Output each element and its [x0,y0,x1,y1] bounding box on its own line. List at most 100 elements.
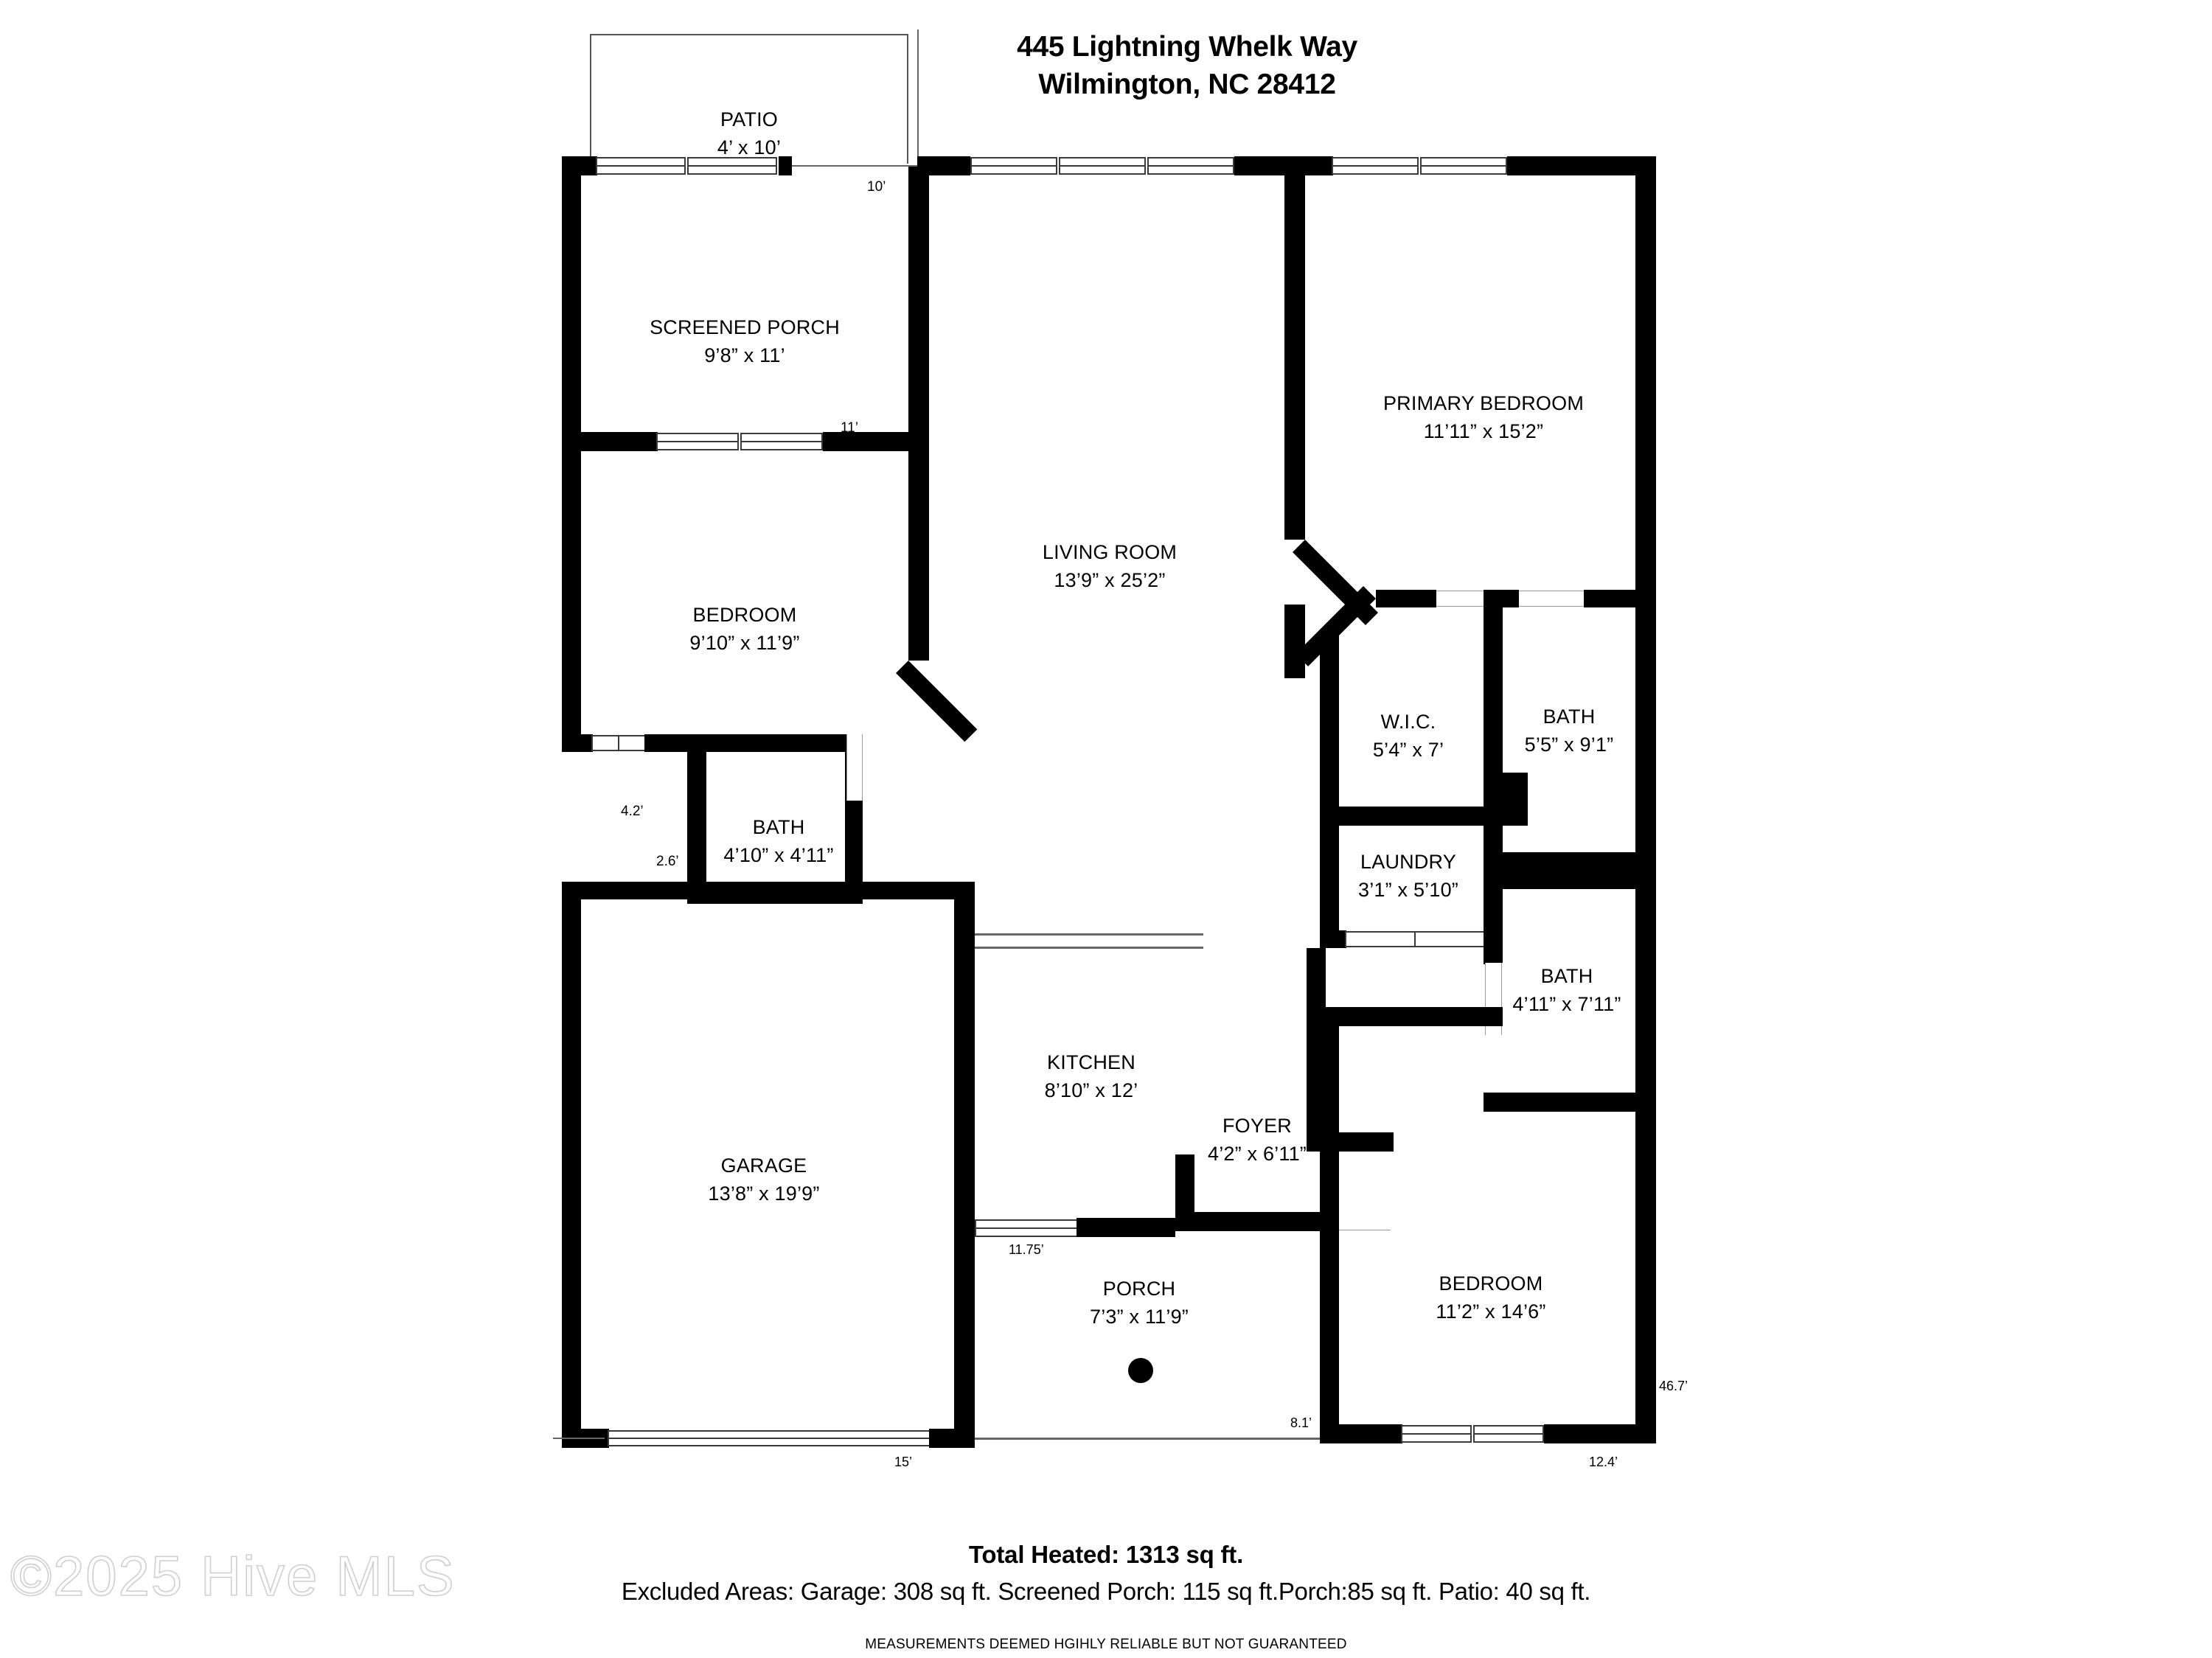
wall-garage-left [562,882,581,1448]
guest-bath-door-line-left [1485,963,1486,1035]
garage-left-thin-line [553,1438,605,1439]
window-living-top-2 [1059,157,1146,175]
guest-bath-door-line-right [1501,963,1502,1035]
wall-bedroom-rear-bottom-right [1544,1424,1656,1443]
wall-hall-right [1320,1014,1339,1228]
window-living-top-3 [1147,157,1234,175]
wall-wic-left [1320,634,1339,835]
exterior-wall-top-porch-left [562,156,597,175]
bath-hall-door-line [846,734,847,801]
window-living-top-1 [970,157,1057,175]
porch-column [1128,1358,1153,1383]
primary-bedroom-bottom-wall-right [1584,590,1637,607]
excluded-areas-text: Excluded Areas: Garage: 308 sq ft. Scree… [621,1578,1591,1605]
kitchen-counter-line-top [975,933,1203,936]
primary-bath-opening [1519,590,1585,607]
floor-plan-drawing: PATIO 4’ x 10’ SCREENED PORCH 9’8” x 11’… [553,29,1688,1469]
page-title: 445 Lightning Whelk Way Wilmington, NC 2… [959,28,1416,104]
total-heated-text: Total Heated: 1313 sq ft. [968,1541,1244,1568]
patio-outline [590,34,908,164]
interior-wall-porch-living-divider [908,167,929,439]
wall-guest-bath-left [1484,871,1503,964]
dimension-bedroom-bottom-width: 12.4’ [1589,1455,1618,1469]
porch-living-thin-extension [917,29,919,167]
room-label-patio: PATIO 4’ x 10’ [717,108,782,159]
wall-primary-bath-bottom [1503,852,1637,871]
dimension-screened-porch-width: 11’ [841,420,858,436]
room-label-laundry: LAUNDRY 3’1” x 5’10” [1358,851,1458,902]
wall-laundry-bottom-left [1320,930,1346,948]
room-label-bath-guest: BATH 4’11” x 7’11” [1512,965,1621,1016]
interior-wall-bedroom-bottom-left [562,734,593,752]
wall-bedroom-rear-left [1320,1212,1339,1443]
window-patio-door-right [687,157,777,175]
garage-door [608,1430,931,1446]
window-bedroom-rear-1 [1401,1425,1472,1443]
room-label-screened-porch: SCREENED PORCH 9’8” x 11’ [650,316,840,367]
dimension-garage-bottom-width: 15’ [894,1455,913,1469]
wall-bedroom-rear-bottom-left [1320,1424,1402,1443]
diagonal-wall-bedroom-bath [896,661,978,742]
bath-hall-wall-left [687,734,706,904]
window-primary-top-1 [1332,157,1419,175]
bath-hall-wall-top [687,734,863,752]
dimension-patio-width: 10’ [867,179,886,195]
wall-guest-bath-bottom [1484,1093,1637,1112]
diagonal-wall-living-wic [1293,540,1378,625]
wall-laundry-left [1320,807,1339,947]
title-city-state-zip: Wilmington, NC 28412 [1038,69,1336,101]
exterior-wall-top-living-left [917,156,970,175]
dimension-bath-jog-b: 2.6’ [656,854,679,869]
room-label-foyer: FOYER 4’2” x 6’11” [1208,1115,1307,1166]
wall-wic-bottom [1320,807,1503,826]
wall-entry-bottom-left [1175,1212,1320,1231]
exterior-wall-left-bedroom [562,432,581,734]
primary-door-line-bottom [1436,606,1503,607]
garage-side-door [975,1219,1078,1237]
top-reference-line [792,165,917,167]
exterior-wall-top-porch-right [779,156,792,175]
dimension-porch-bottom-width: 8.1’ [1290,1415,1312,1430]
disclaimer-text: MEASUREMENTS DEEMED HGIHLY RELIABLE BUT … [865,1637,1347,1652]
interior-wall-bedroom-bottom-right [644,734,689,752]
dimension-right-side-height: 46.7’ [1659,1379,1688,1393]
exterior-wall-left-upper [562,156,581,451]
exterior-wall-top-primary-left [1305,156,1333,175]
room-label-porch: PORCH 7’3” x 11’9” [1090,1278,1189,1328]
wall-garage-top [562,882,975,899]
wall-bedroom-rear-top [1320,1007,1491,1026]
window-bedroom-rear-2 [1473,1425,1544,1443]
wall-guest-bath-top [1503,871,1637,889]
room-label-garage: GARAGE 13’8” x 19’9” [708,1154,820,1205]
wall-garage-kitchen-divider [954,882,975,1231]
window-primary-top-2 [1420,157,1507,175]
bath-hall-door-line-2 [862,734,863,801]
room-label-bath-primary: BATH 5’5” x 9’1” [1524,706,1614,756]
wall-wic-bath-divider [1484,590,1503,795]
primary-bedroom-bottom-wall-left [1376,590,1438,607]
interior-wall-bedroom-living [908,432,929,661]
interior-wall-living-right-lower [1284,605,1305,678]
room-label-living-room: LIVING ROOM 13’9” x 25’2” [1042,541,1178,592]
bath-hall-door-opening [846,734,863,801]
wall-garage-side-jog [954,1218,975,1448]
primary-bedroom-bottom-wall-mid [1501,590,1520,607]
wall-garage-porch-divider [1077,1218,1175,1237]
interior-wall-living-primary [1284,156,1305,540]
room-label-kitchen: KITCHEN 8’10” x 12’ [1044,1051,1138,1102]
window-porch-bedroom-2 [740,433,823,450]
window-patio-door-left [596,157,686,175]
primary-bath-line-bottom [1519,606,1585,607]
dimension-bath-jog-a: 4.2’ [621,804,644,819]
room-label-bath-hall: BATH 4’10” x 4’11” [723,816,834,867]
room-label-bedroom-front: BEDROOM 9’10” x 11’9” [689,604,800,655]
laundry-door-opening [1345,931,1485,947]
dimension-garage-door-width: 11.75’ [1009,1242,1044,1257]
room-label-wic: W.I.C. 5’4” x 7’ [1372,711,1444,762]
exterior-wall-right [1635,156,1656,1443]
kitchen-counter-line-bottom [975,947,1203,949]
title-street: 445 Lightning Whelk Way [1017,31,1357,63]
bedroom-closet-opening [591,735,646,751]
porch-bottom-edge [975,1438,1320,1440]
footer: Total Heated: 1313 sq ft. Excluded Areas… [0,1541,2212,1653]
